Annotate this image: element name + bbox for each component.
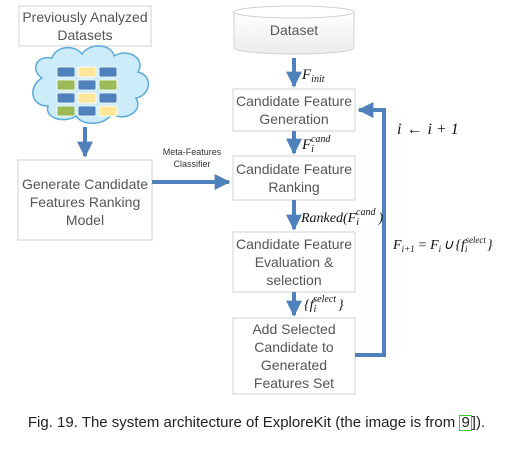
add-selected-box: Add Selected Candidate to Generated Feat…: [232, 317, 356, 395]
data-grid-cell: [98, 92, 118, 104]
f-cand-label: Ficand: [301, 134, 331, 155]
meta-classifier-line1: Meta-Features: [163, 147, 222, 157]
previously-analyzed-datasets-box: Previously Analyzed Datasets: [18, 5, 152, 47]
meta-features-classifier-label: Meta-Features Classifier: [163, 147, 222, 169]
data-grid-cell: [56, 66, 76, 78]
data-grid-cell: [56, 79, 76, 91]
data-grid-cell: [77, 92, 97, 104]
candidate-ranking-box: Candidate Feature Ranking: [232, 155, 356, 201]
figure-caption: Fig. 19. The system architecture of Expl…: [0, 414, 513, 431]
data-grid-cell: [98, 79, 118, 91]
add-selected-line1: Add Selected: [252, 321, 335, 337]
caption-suffix: ]).: [471, 414, 486, 431]
candidate-generation-line2: Generation: [259, 111, 328, 127]
f-init-label: Finit: [301, 67, 325, 85]
data-grid-cell: [98, 66, 118, 78]
data-grid-cell: [77, 66, 97, 78]
candidate-generation-box: Candidate Feature Generation: [232, 88, 356, 132]
data-grid-cell: [56, 92, 76, 104]
data-grid-cell: [98, 105, 118, 117]
candidate-evaluation-line1: Candidate Feature: [236, 236, 352, 252]
arrows: [77, 58, 386, 357]
f-select-label: {fiselect}: [304, 294, 344, 315]
meta-classifier-line2: Classifier: [173, 159, 210, 169]
ranked-label: Ranked(Ficand): [300, 207, 383, 228]
caption-reference-link[interactable]: 9: [459, 414, 472, 431]
generate-model-line3: Model: [66, 212, 104, 228]
candidate-ranking-line1: Candidate Feature: [236, 161, 352, 177]
architecture-diagram: Previously Analyzed Datasets Dataset Can…: [17, 5, 493, 395]
loop-update-label: Fi+1=Fi∪{fiselect}: [392, 235, 493, 254]
dataset-cylinder: Dataset: [233, 5, 355, 55]
candidate-evaluation-box: Candidate Feature Evaluation & selection: [232, 231, 356, 293]
add-selected-line2: Candidate to: [254, 339, 334, 355]
datasets-cloud-icon: [32, 45, 149, 124]
data-grid-cell: [77, 79, 97, 91]
generate-model-box: Generate Candidate Features Ranking Mode…: [17, 159, 153, 241]
loop-increment-label: i←i + 1: [397, 121, 459, 138]
generate-model-line2: Features Ranking: [30, 194, 141, 210]
previously-analyzed-line2: Datasets: [57, 27, 112, 43]
candidate-evaluation-line3: selection: [266, 272, 321, 288]
arrow-feedback-loop: [355, 102, 386, 357]
candidate-generation-line1: Candidate Feature: [236, 93, 352, 109]
candidate-ranking-line2: Ranking: [268, 179, 319, 195]
dataset-label: Dataset: [270, 22, 318, 38]
add-selected-line4: Features Set: [254, 375, 334, 391]
generate-model-line1: Generate Candidate: [22, 176, 148, 192]
previously-analyzed-line1: Previously Analyzed: [22, 9, 147, 25]
candidate-evaluation-line2: Evaluation &: [255, 254, 334, 270]
data-grid-cell: [56, 105, 76, 117]
add-selected-line3: Generated: [261, 357, 327, 373]
caption-prefix: Fig. 19. The system architecture of Expl…: [27, 414, 460, 431]
data-grid-cell: [77, 105, 97, 117]
